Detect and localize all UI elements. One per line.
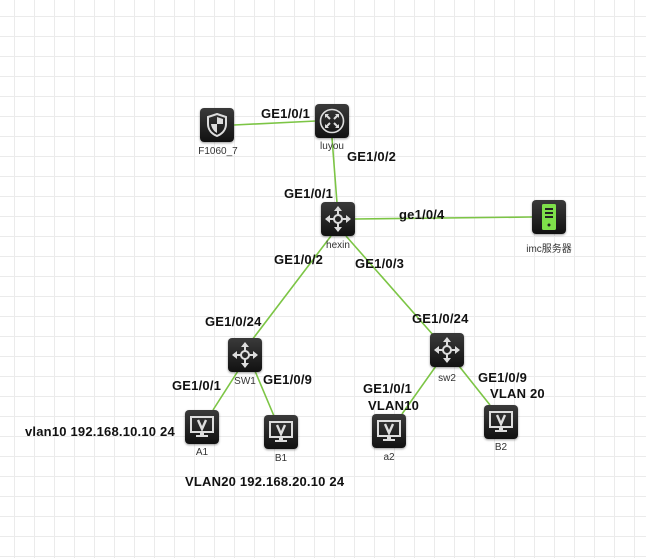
link-firewall-router[interactable] <box>233 120 317 126</box>
port-label: GE1/0/1 <box>363 381 413 396</box>
port-label: GE1/0/2 <box>347 149 397 164</box>
link-core-server[interactable] <box>354 216 533 220</box>
link-sw1-a1[interactable] <box>212 370 239 411</box>
link-core-sw1[interactable] <box>251 235 332 341</box>
link-sw2-b2[interactable] <box>458 365 491 406</box>
port-label: GE1/0/3 <box>355 256 405 271</box>
link-sw1-b1[interactable] <box>254 370 275 417</box>
device-name: imc服务器 <box>526 244 572 255</box>
switch-icon <box>434 337 460 363</box>
device-name: F1060_7 <box>198 146 238 157</box>
vlan-annotation: VLAN10 <box>368 398 420 413</box>
device-name: B1 <box>274 453 288 464</box>
switch-icon <box>325 206 351 232</box>
port-label: ge1/0/4 <box>399 207 445 222</box>
device-pc-b2[interactable] <box>484 405 518 439</box>
port-label: GE1/0/9 <box>478 370 528 385</box>
switch-icon <box>232 342 258 368</box>
router-icon <box>319 108 345 134</box>
link-router-core[interactable] <box>331 137 338 204</box>
vlan-annotation: VLAN 20 <box>490 386 545 401</box>
device-name: A1 <box>195 447 209 458</box>
device-name: luyou <box>320 141 344 152</box>
port-label: GE1/0/24 <box>412 311 469 326</box>
port-label: GE1/0/2 <box>274 252 324 267</box>
device-server[interactable] <box>532 200 566 234</box>
device-sw2[interactable] <box>430 333 464 367</box>
device-core-switch[interactable] <box>321 202 355 236</box>
port-label: GE1/0/1 <box>261 106 311 121</box>
pc-icon <box>489 411 513 432</box>
ip-annotation: VLAN20 192.168.20.10 24 <box>185 474 345 489</box>
pc-icon <box>190 416 214 437</box>
firewall-shield-icon <box>207 113 227 137</box>
device-pc-a1[interactable] <box>185 410 219 444</box>
device-name: hexin <box>326 240 350 251</box>
device-name: SW1 <box>234 376 256 387</box>
device-name: sw2 <box>438 373 456 384</box>
pc-icon <box>377 420 401 441</box>
device-firewall[interactable] <box>200 108 234 142</box>
port-label: GE1/0/9 <box>263 372 313 387</box>
server-icon <box>542 204 556 230</box>
device-sw1[interactable] <box>228 338 262 372</box>
ip-annotation: vlan10 192.168.10.10 24 <box>25 424 175 439</box>
device-name: a2 <box>383 452 395 463</box>
port-label: GE1/0/1 <box>172 378 222 393</box>
link-sw2-a2[interactable] <box>401 365 437 415</box>
pc-icon <box>269 421 293 442</box>
port-label: GE1/0/24 <box>205 314 262 329</box>
device-pc-b1[interactable] <box>264 415 298 449</box>
port-label: GE1/0/1 <box>284 186 334 201</box>
device-name: B2 <box>494 442 508 453</box>
device-router[interactable] <box>315 104 349 138</box>
link-core-sw2[interactable] <box>345 235 435 337</box>
device-pc-a2[interactable] <box>372 414 406 448</box>
